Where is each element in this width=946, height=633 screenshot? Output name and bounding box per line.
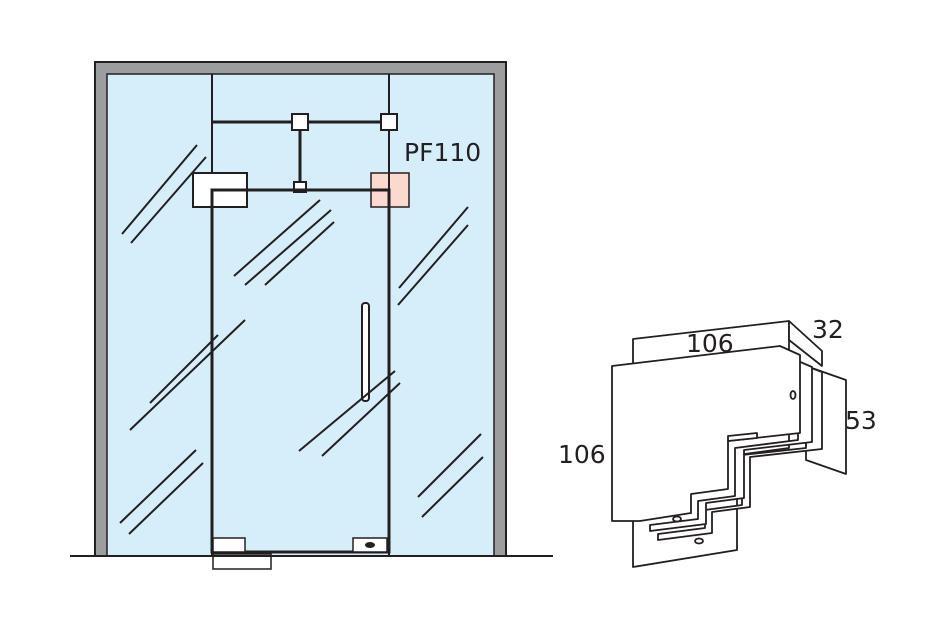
- dimension-depth: 32: [812, 315, 844, 344]
- door-handle: [361, 302, 370, 402]
- bottom-pivot-fitting: [212, 537, 246, 553]
- dimension-top-width: 106: [686, 329, 734, 358]
- clamp-right: [380, 113, 398, 131]
- front-plate: [611, 345, 801, 522]
- screw-hole-top: [789, 390, 797, 400]
- depth-face: [788, 320, 823, 367]
- glass-reflection-icon: [119, 144, 484, 535]
- door-elevation: PF110: [70, 61, 553, 570]
- floor-spring: [212, 553, 272, 570]
- clamp-mid: [293, 181, 307, 193]
- dimension-side-height: 106: [558, 440, 606, 469]
- lock-cylinder: [365, 542, 375, 548]
- front-plate-notch: [727, 432, 758, 442]
- screw-hole-bottom-1: [672, 515, 682, 523]
- clamp-left: [291, 113, 309, 131]
- model-label: PF110: [404, 138, 481, 167]
- dimension-side-right: 53: [845, 406, 877, 435]
- door-leaf: [210, 188, 391, 554]
- screw-hole-bottom-2: [694, 537, 704, 545]
- fitting-detail: [611, 320, 847, 568]
